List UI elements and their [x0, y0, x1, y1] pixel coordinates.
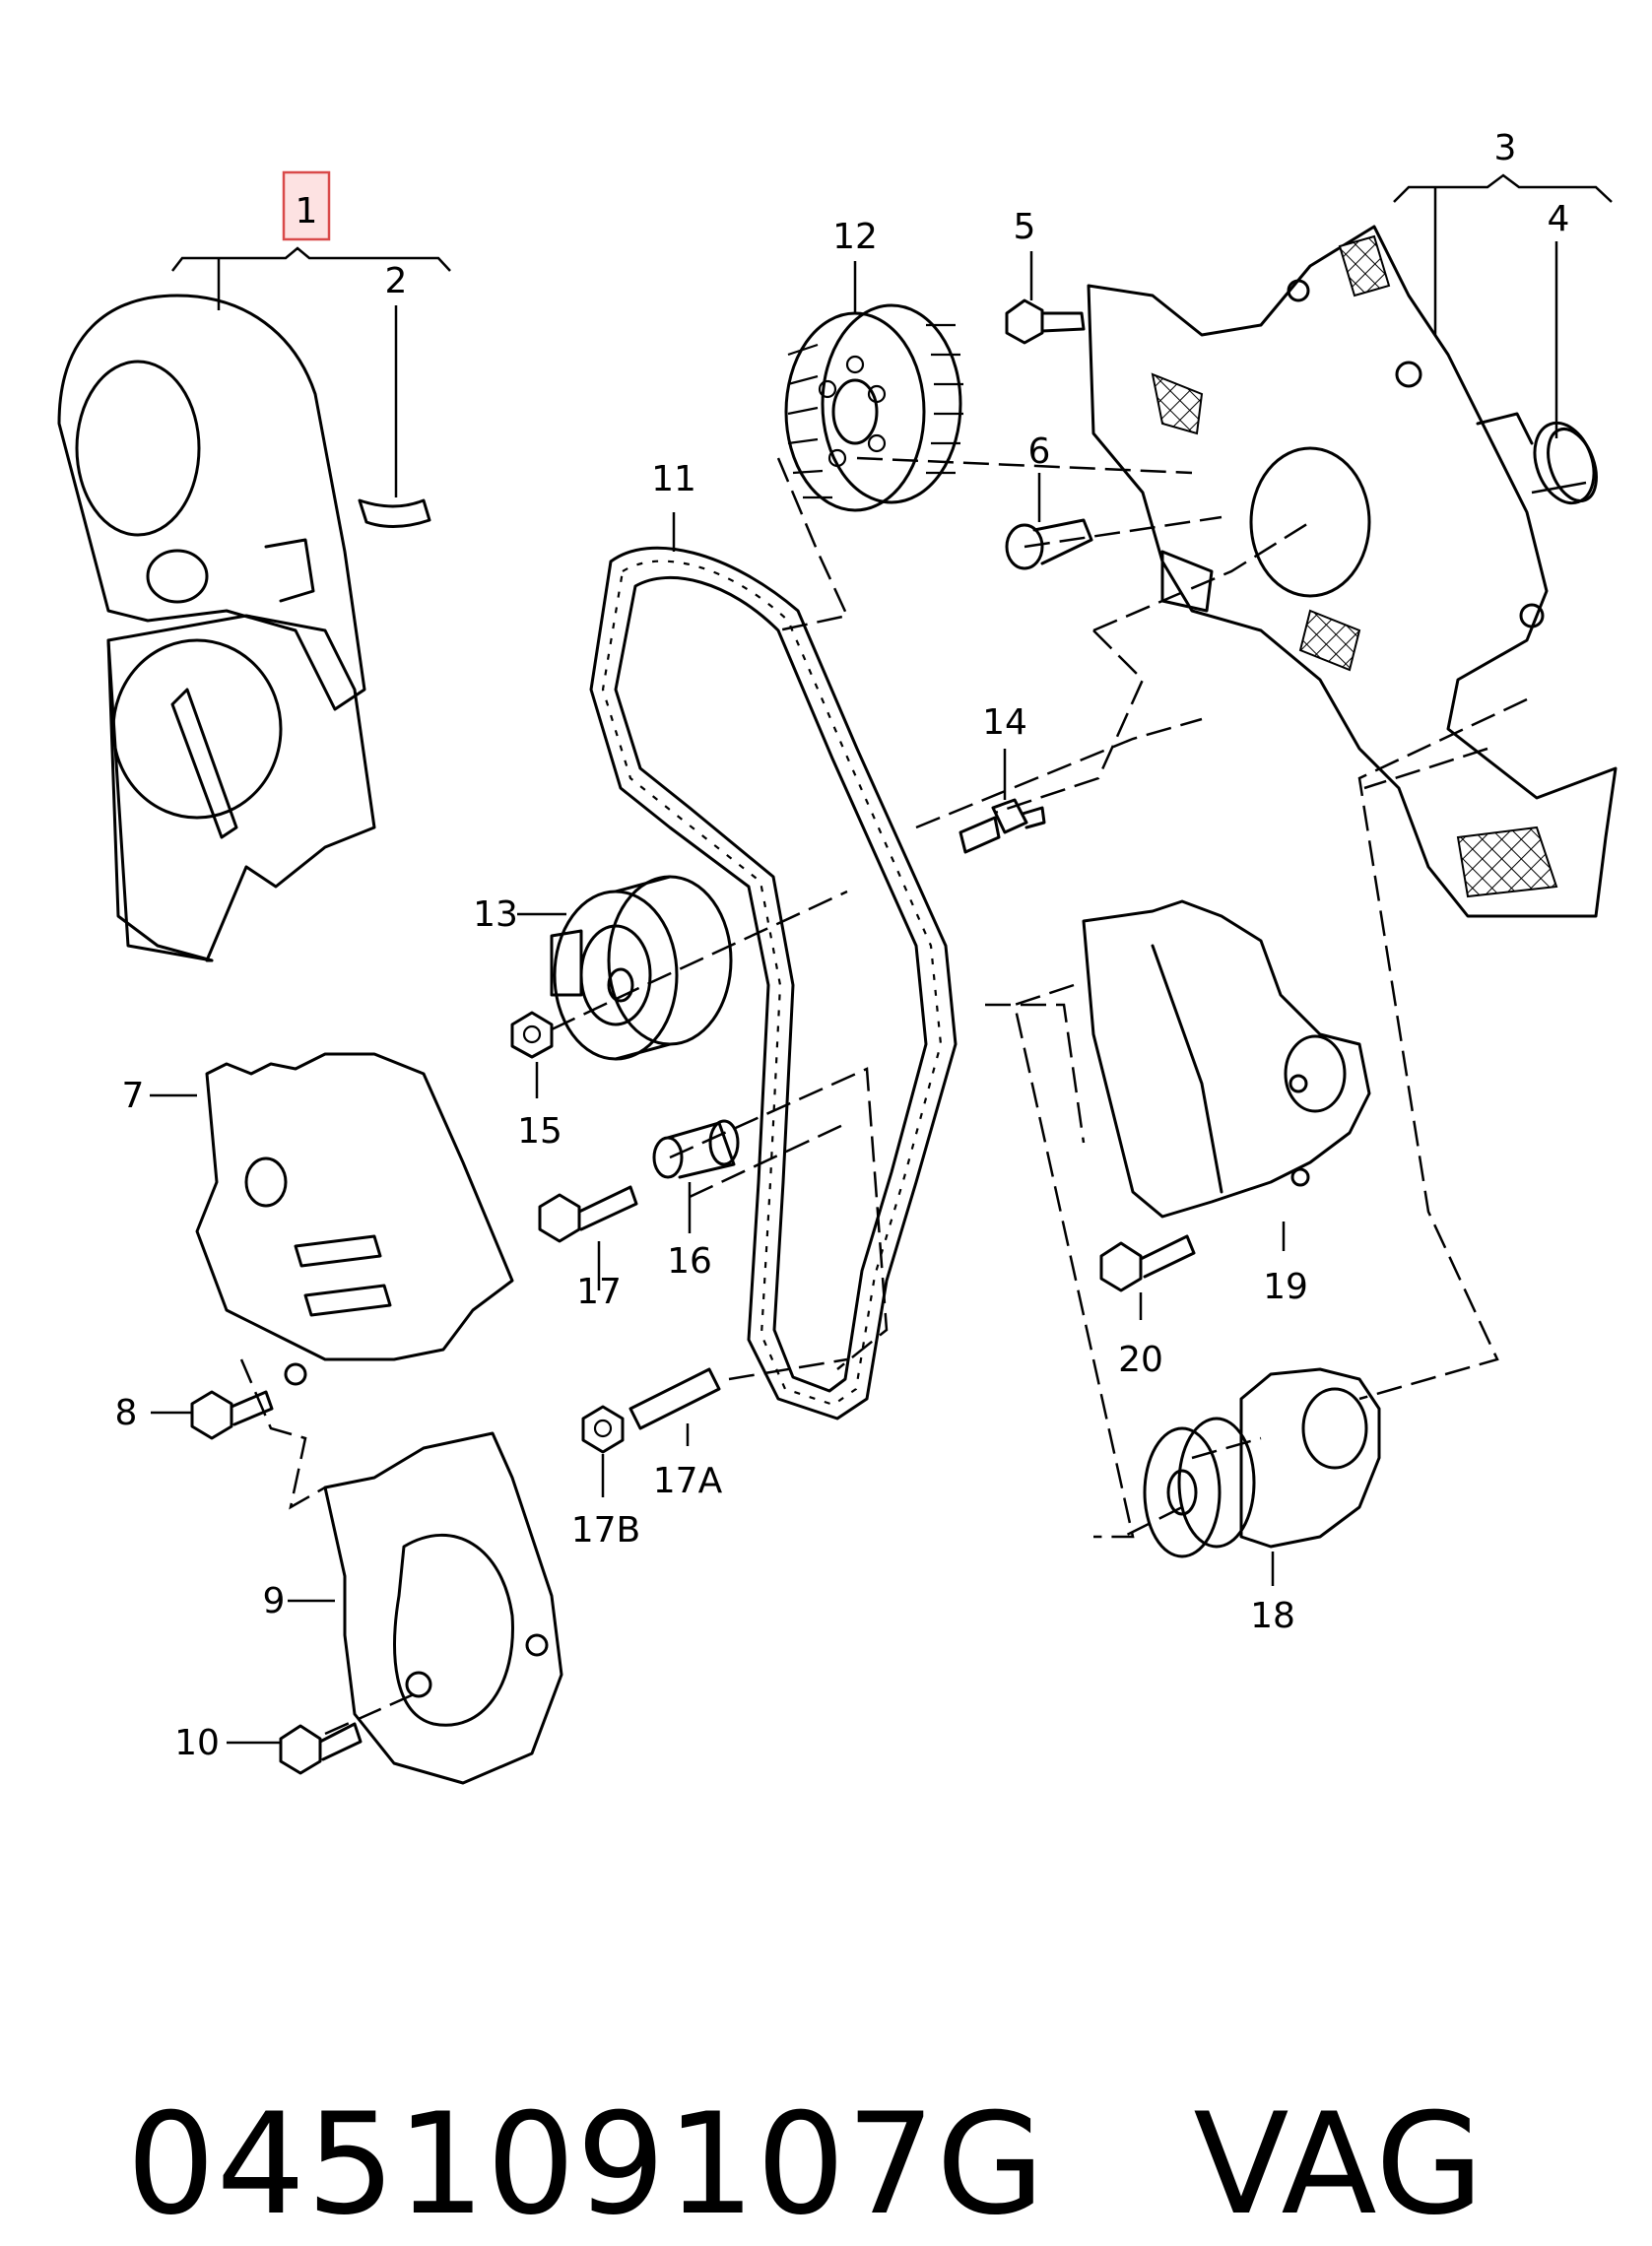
group-bracket-3 [1393, 173, 1613, 335]
camshaft-sprocket-part [784, 303, 963, 512]
assembly-lines [239, 456, 1528, 1736]
stud-part-14 [958, 798, 1046, 854]
label-15: 15 [517, 1111, 562, 1152]
spacer-sleeve-part [652, 1119, 740, 1179]
middle-cover-part [195, 1052, 514, 1386]
toothed-belt-part [589, 546, 958, 1420]
water-pump-part [1143, 1367, 1381, 1558]
label-11: 11 [651, 459, 696, 499]
label-5: 5 [1014, 207, 1036, 247]
label-9: 9 [263, 1581, 286, 1621]
label-18: 18 [1250, 1596, 1295, 1636]
nut-part-17b [581, 1405, 625, 1454]
label-8: 8 [115, 1393, 138, 1433]
label-6: 6 [1028, 431, 1051, 472]
leader-lines [150, 241, 1587, 1745]
label-20: 20 [1118, 1340, 1163, 1380]
lower-cover-part [323, 1431, 563, 1785]
label-12: 12 [832, 217, 878, 257]
bolt-part-20 [1099, 1234, 1196, 1292]
socket-bolt-part-6 [1005, 518, 1093, 570]
label-14: 14 [982, 702, 1027, 743]
tensioner-roller-part [550, 875, 733, 1061]
label-13: 13 [473, 894, 518, 935]
brand-name: VAG [1193, 2083, 1486, 2246]
bracket-part-19 [1082, 899, 1371, 1219]
timing-cover-upper-part [57, 294, 366, 711]
label-17a: 17A [653, 1461, 723, 1501]
label-3: 3 [1494, 128, 1517, 168]
label-17: 17 [576, 1272, 622, 1312]
highlight-box [282, 170, 331, 241]
bolt-part-17 [538, 1185, 638, 1243]
label-4: 4 [1548, 199, 1570, 239]
sealing-plug-part [1533, 421, 1598, 505]
label-2: 2 [385, 261, 408, 301]
bolt-part-5 [1005, 298, 1086, 345]
label-10: 10 [174, 1723, 220, 1763]
bolt-part-8 [190, 1390, 274, 1440]
timing-cover-lower-part [106, 614, 376, 962]
part-labels: 1 2 3 4 5 6 7 8 9 10 11 12 13 14 15 16 1… [115, 128, 1570, 1763]
label-19: 19 [1263, 1267, 1308, 1307]
bolt-part-10 [279, 1722, 363, 1775]
label-1: 1 [296, 191, 318, 231]
rear-timing-cover-part [1087, 225, 1618, 918]
label-16: 16 [667, 1241, 712, 1282]
part-number: 045109107G [126, 2083, 1046, 2246]
label-7: 7 [122, 1076, 145, 1116]
clip-part [358, 498, 431, 529]
stud-part-17a [628, 1367, 721, 1430]
nut-part-15 [510, 1011, 554, 1059]
label-17b: 17B [571, 1510, 641, 1551]
group-bracket-1 [171, 246, 451, 310]
